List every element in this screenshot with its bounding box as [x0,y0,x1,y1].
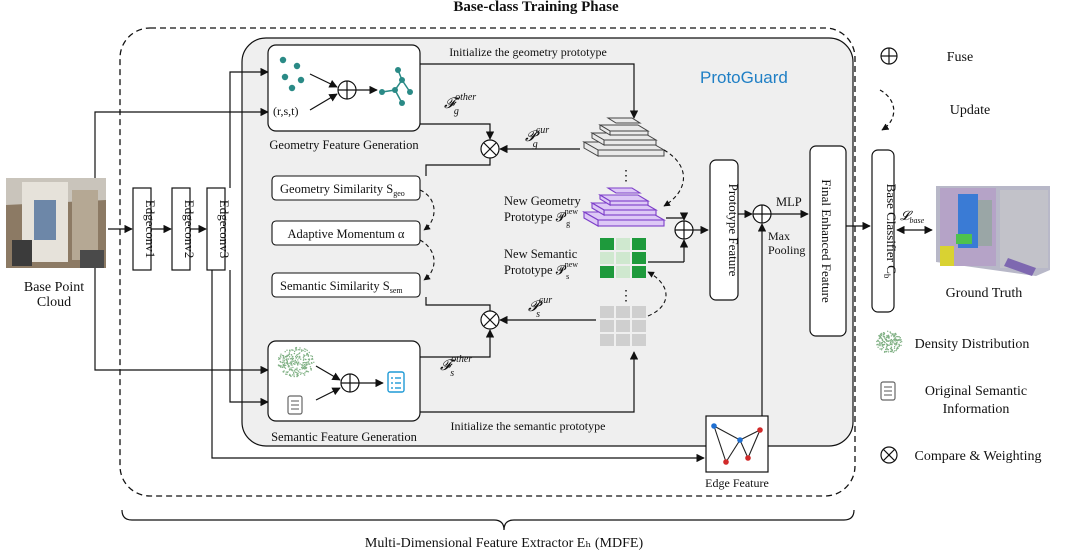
geometry-points-icon [279,56,305,92]
geometry-stack-ellipsis: ⋮ [619,169,633,184]
legend-density-icon [876,330,903,353]
geometry-block-label: Geometry Feature Generation [269,138,419,152]
edgeconv1-label: Edgeconv1 [143,200,158,258]
max-pooling-line2: Pooling [768,243,805,257]
semantic-info-input-icon [287,395,303,415]
max-pooling-line1: Max [768,229,790,243]
legend: Fuse Update Density Distribution Origina… [876,47,1042,464]
cloud-label-line1: Base Point [24,280,84,295]
legend-fuse-icon [880,47,898,65]
rst-label: (r,s,t) [273,104,299,118]
semantic-prototype-grid [600,306,646,346]
mdfe-label: Multi-Dimensional Feature Extractor Eₕ (… [365,536,644,551]
new-semantic-prototype-grid [600,238,646,278]
semantic-grid-ellipsis: ⋮ [619,289,633,304]
legend-semantic-line2: Information [943,402,1010,417]
init-geometry-label: Initialize the geometry prototype [449,45,607,59]
edge-feature-label: Edge Feature [705,476,769,490]
legend-semantic-info-icon [880,381,896,401]
semantic-compare-icon [480,310,500,330]
final-enhanced-feature-label: Final Enhanced Feature [819,179,834,303]
semantic-fuse-icon [340,373,360,393]
legend-semantic-line1: Original Semantic [925,384,1027,399]
adaptive-momentum-box [271,220,421,246]
edgeconv2-label: Edgeconv2 [182,200,197,258]
geometry-compare-icon [480,139,500,159]
geometry-graph-icon [379,67,413,106]
loss-label: 𝓛base [900,208,925,225]
mdfe-frame [119,27,856,497]
density-distribution-icon [277,346,315,378]
geometry-prototype-stack [582,117,666,157]
final-enhanced-feature-box [809,145,847,337]
legend-update-label: Update [950,103,990,118]
edgeconv3-box: Edgeconv3 [206,187,232,271]
mlp-label: MLP [776,195,802,209]
semantic-similarity-box [271,272,421,298]
mdfe-brace [121,509,855,531]
legend-compare-icon [880,446,898,464]
geometry-similarity-box [271,175,421,201]
edgeconv3-label: Edgeconv3 [217,200,232,258]
new-geometry-prototype-stack [581,187,667,227]
cloud-label-line2: Cloud [37,295,71,310]
edge-graph-icon [711,423,763,465]
base-classifier-label: Base Classifier Cb [882,184,899,279]
prototype-fuse-icon [674,220,694,240]
geometry-similarity-label: Geometry Similarity Sgeo [280,182,405,198]
new-geometry-label-line1: New Geometry [504,194,581,208]
prototype-feature-label: Prototype Feature [726,184,741,277]
legend-update-icon [879,89,895,131]
ground-truth-image [936,186,1050,276]
legend-fuse-label: Fuse [947,50,973,65]
adaptive-momentum-label: Adaptive Momentum α [288,227,405,241]
legend-density-label: Density Distribution [915,337,1030,352]
diagram-title: Base-class Training Phase [453,0,619,15]
semantic-info-output-icon [387,371,405,393]
semantic-block-label: Semantic Feature Generation [271,430,418,444]
semantic-similarity-label: Semantic Similarity Ssem [280,279,403,295]
init-semantic-label: Initialize the semantic prototype [451,419,606,433]
new-semantic-label-line1: New Semantic [504,247,578,261]
final-fuse-icon [752,204,772,224]
base-point-cloud-image [6,178,106,268]
ground-truth-label: Ground Truth [946,286,1023,301]
legend-compare-label: Compare & Weighting [915,449,1042,464]
update-arrows [419,149,685,317]
protoguard-label: ProtoGuard [700,68,788,87]
base-classifier-box [871,149,895,313]
prototype-feature-box [709,159,739,301]
geometry-fuse-icon [337,80,357,100]
